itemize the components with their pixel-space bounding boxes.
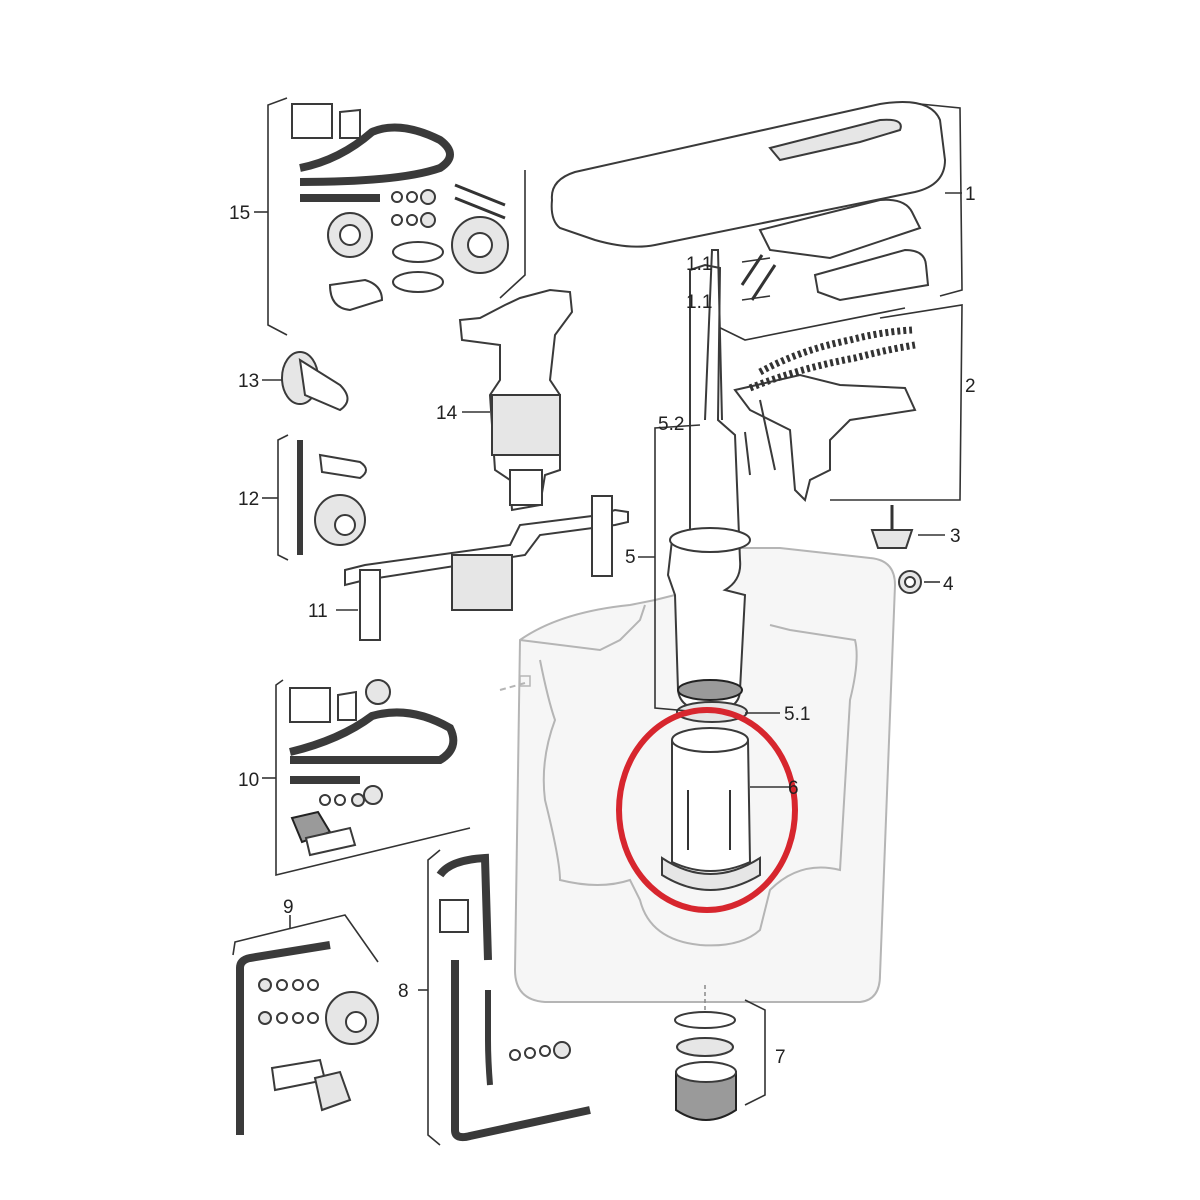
label-15: 15	[229, 203, 250, 224]
label-1: 1	[965, 184, 976, 205]
label-2: 2	[965, 376, 976, 397]
part-12-kit	[297, 440, 367, 555]
highlight-circle	[616, 707, 798, 913]
label-5-1: 5.1	[784, 704, 810, 725]
label-7: 7	[775, 1047, 786, 1068]
label-4: 4	[943, 574, 954, 595]
label-1-1-lower: 1.1	[686, 292, 712, 313]
part-3-seal	[870, 505, 914, 549]
label-5-2: 5.2	[658, 414, 684, 435]
label-12: 12	[238, 489, 259, 510]
part-15-kit	[291, 103, 509, 312]
part-9-kit	[236, 941, 379, 1135]
part-1-cover	[550, 101, 947, 302]
part-10-kit	[289, 679, 458, 857]
label-11: 11	[308, 601, 328, 622]
label-14: 14	[436, 403, 458, 424]
label-3: 3	[950, 526, 961, 547]
label-5: 5	[625, 547, 636, 568]
part-13-connector	[281, 351, 349, 412]
part-8-kit	[436, 853, 591, 1142]
part-4-nut	[898, 570, 922, 594]
part-5-flush-valve	[666, 249, 751, 723]
label-13: 13	[238, 371, 259, 392]
label-9: 9	[283, 897, 294, 918]
part-6-overflow-pipe	[661, 727, 790, 891]
part-2-actuator	[733, 326, 917, 502]
label-1-1-upper: 1.1	[686, 254, 712, 275]
label-10: 10	[238, 770, 259, 791]
part-14-fill-valve	[458, 288, 574, 512]
part-11-frame	[344, 495, 629, 641]
part-7-seals-nut	[674, 985, 737, 1121]
label-8: 8	[398, 981, 409, 1002]
label-6: 6	[788, 778, 799, 799]
